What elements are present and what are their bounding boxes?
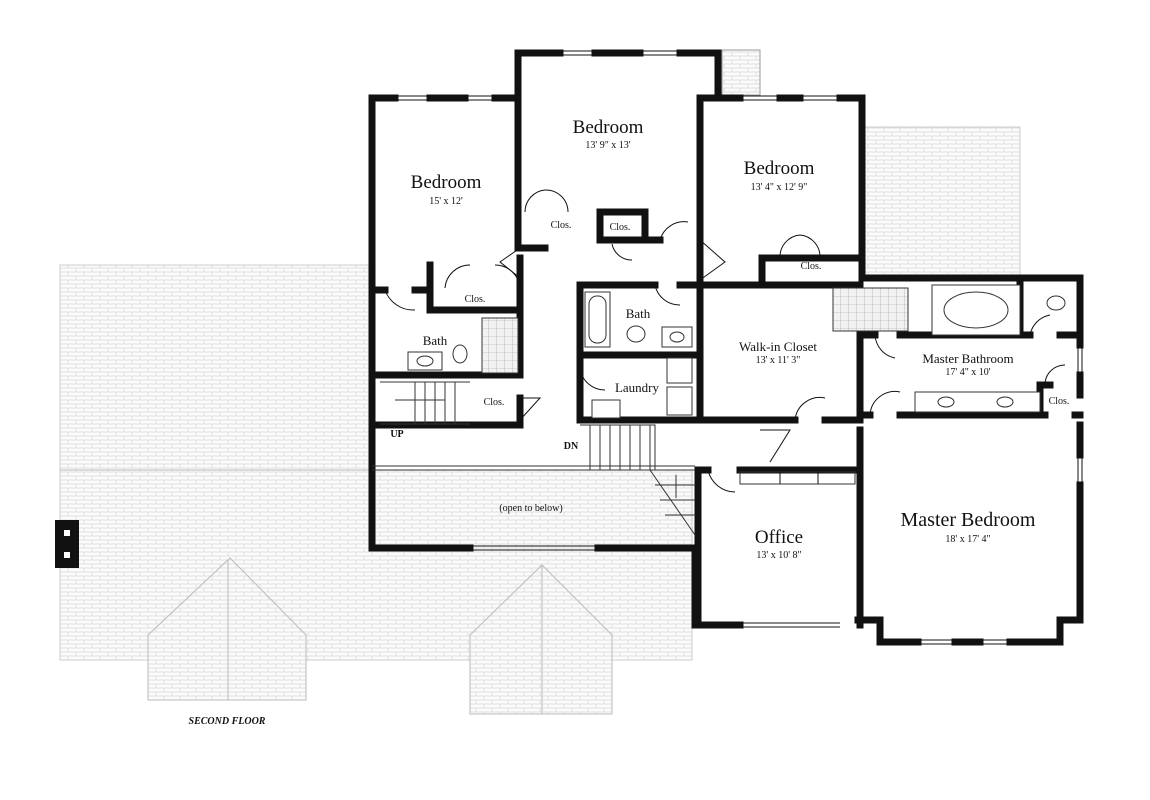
open-to-below-label: (open to below) [499,503,562,514]
closet-label: Clos. [484,397,505,408]
doors [384,189,1066,493]
walls [368,49,1084,646]
fixtures [407,284,1066,419]
bedroom-1-dims: 15' x 12' [429,196,463,207]
closet-label: Clos. [801,261,822,272]
closet-label: Clos. [465,294,486,305]
closet-label: Clos. [1049,396,1070,407]
laundry-label: Laundry [615,380,660,395]
master-bedroom-dims: 18' x 17' 4" [945,534,990,545]
walk-in-closet-dims: 13' x 11' 3" [756,355,801,366]
master-bathroom-dims: 17' 4" x 10' [945,367,990,378]
office-dims: 13' x 10' 8" [756,550,801,561]
office-label: Office [755,527,803,548]
chimney [55,49,761,568]
roof-dormer-right [469,564,613,715]
roof-dormer-left [147,557,307,701]
walk-in-closet-label: Walk-in Closet [739,339,817,354]
closet-label: Clos. [610,222,631,233]
windows [369,50,1083,645]
closet-label: Clos. [551,220,572,231]
bedroom-3-dims: 13' 4" x 12' 9" [751,182,808,193]
floor-caption: SECOND FLOOR [189,716,266,727]
roof-right [864,126,1021,278]
bedroom-2-dims: 13' 9" x 13' [585,140,630,151]
stairs [372,381,696,536]
bedroom-2-label: Bedroom [573,117,644,138]
bedroom-1-label: Bedroom [411,172,482,193]
bath-1-label: Bath [423,333,448,348]
stairs-up-label: UP [390,429,403,440]
master-bathroom-label: Master Bathroom [922,351,1013,366]
bedroom-3-label: Bedroom [744,158,815,179]
stairs-down-label: DN [564,441,579,452]
bath-2-label: Bath [626,306,651,321]
master-bedroom-label: Master Bedroom [901,509,1036,531]
